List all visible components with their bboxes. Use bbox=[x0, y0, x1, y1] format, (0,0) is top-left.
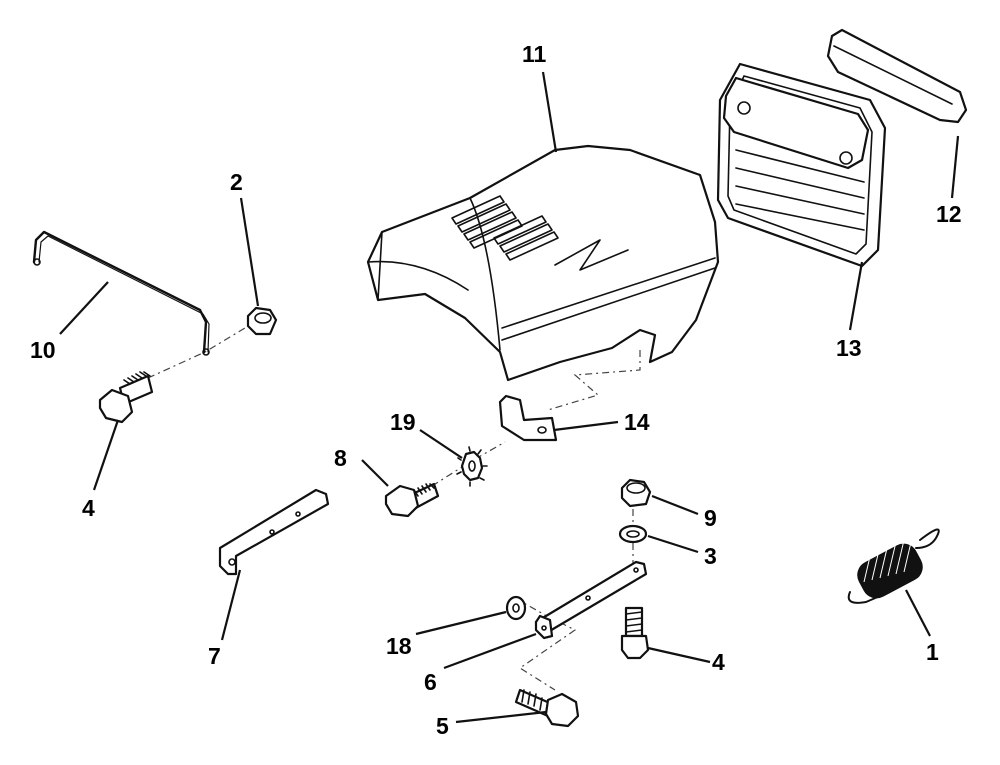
rod-part-10 bbox=[32, 230, 210, 356]
bar-part-6 bbox=[534, 560, 648, 640]
hood-vent-slots bbox=[451, 195, 559, 261]
nut-part-2 bbox=[246, 306, 278, 336]
callout-4-lower: 4 bbox=[712, 649, 725, 675]
washer-part-3 bbox=[618, 524, 648, 544]
callout-11: 11 bbox=[522, 41, 547, 67]
nut-part-9 bbox=[620, 478, 652, 508]
bolt-part-5 bbox=[514, 688, 580, 728]
bolt-part-8 bbox=[384, 482, 440, 518]
callout-7: 7 bbox=[208, 643, 221, 669]
strap-part-7 bbox=[218, 488, 330, 576]
callout-6: 6 bbox=[424, 669, 437, 695]
callout-13: 13 bbox=[836, 335, 862, 361]
grille-part-13 bbox=[716, 62, 887, 268]
callout-18: 18 bbox=[386, 633, 412, 659]
washer-part-18 bbox=[505, 595, 527, 621]
callout-14: 14 bbox=[624, 409, 650, 435]
callout-9: 9 bbox=[704, 505, 717, 531]
callout-3: 3 bbox=[704, 543, 717, 569]
bracket-part-14 bbox=[498, 394, 558, 442]
callout-12: 12 bbox=[936, 201, 962, 227]
callout-5: 5 bbox=[436, 713, 449, 739]
spring-part-1 bbox=[847, 528, 940, 604]
lock-washer-part-19 bbox=[456, 446, 488, 487]
bolt-part-4-lower bbox=[620, 606, 650, 660]
hood-part-11 bbox=[366, 144, 720, 382]
callout-10: 10 bbox=[30, 337, 56, 363]
callout-1: 1 bbox=[926, 639, 939, 665]
callout-19: 19 bbox=[390, 409, 416, 435]
bolt-part-4-upper bbox=[98, 371, 154, 424]
callouts: 11 2 10 4 12 13 14 19 8 9 3 7 18 6 4 5 1 bbox=[30, 41, 962, 739]
callout-2: 2 bbox=[230, 169, 243, 195]
emblem-part-12 bbox=[826, 28, 968, 124]
callout-8: 8 bbox=[334, 445, 347, 471]
callout-4-upper: 4 bbox=[82, 495, 95, 521]
leader-lines bbox=[59, 71, 960, 724]
